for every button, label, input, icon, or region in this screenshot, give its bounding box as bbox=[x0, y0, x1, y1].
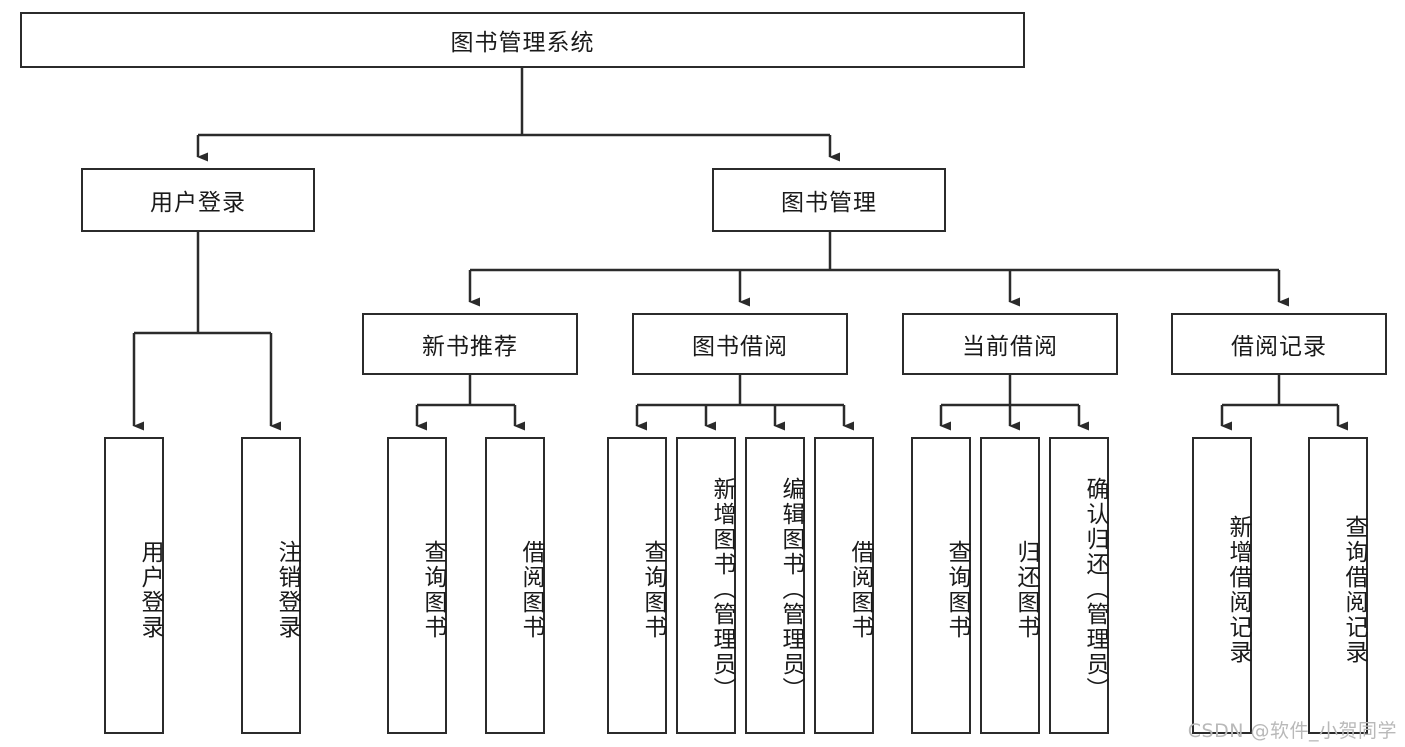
node-user-login[interactable]: 用户登录 bbox=[81, 168, 315, 232]
node-leaf-bb-edit-book-label: 编辑图书（管理员） bbox=[778, 477, 804, 702]
node-leaf-br-add-record-label: 新增借阅记录 bbox=[1225, 514, 1251, 665]
node-borrow-records-label: 借阅记录 bbox=[1231, 334, 1327, 360]
node-current-borrow-label: 当前借阅 bbox=[962, 334, 1058, 360]
node-leaf-bb-query-book[interactable]: 查询图书 bbox=[607, 437, 667, 734]
node-borrow-records[interactable]: 借阅记录 bbox=[1171, 313, 1387, 375]
node-user-login-label: 用户登录 bbox=[150, 190, 246, 216]
node-leaf-logout[interactable]: 注销登录 bbox=[241, 437, 301, 734]
node-root-label: 图书管理系统 bbox=[450, 30, 595, 56]
node-book-borrow-label: 图书借阅 bbox=[692, 334, 788, 360]
node-leaf-cb-confirm-return-label: 确认归还（管理员） bbox=[1082, 477, 1108, 702]
node-leaf-logout-label: 注销登录 bbox=[274, 539, 300, 640]
node-book-borrow[interactable]: 图书借阅 bbox=[632, 313, 848, 375]
node-root[interactable]: 图书管理系统 bbox=[20, 12, 1025, 68]
node-leaf-cb-return-book-label: 归还图书 bbox=[1013, 539, 1039, 640]
node-leaf-nb-borrow-book[interactable]: 借阅图书 bbox=[485, 437, 545, 734]
node-leaf-cb-query-book[interactable]: 查询图书 bbox=[911, 437, 971, 734]
node-leaf-br-query-record-label: 查询借阅记录 bbox=[1341, 514, 1367, 665]
node-leaf-user-login[interactable]: 用户登录 bbox=[104, 437, 164, 734]
node-leaf-nb-query-book[interactable]: 查询图书 bbox=[387, 437, 447, 734]
node-leaf-nb-borrow-book-label: 借阅图书 bbox=[518, 539, 544, 640]
node-leaf-br-query-record[interactable]: 查询借阅记录 bbox=[1308, 437, 1368, 734]
node-current-borrow[interactable]: 当前借阅 bbox=[902, 313, 1118, 375]
node-leaf-cb-return-book[interactable]: 归还图书 bbox=[980, 437, 1040, 734]
node-new-book-recommend-label: 新书推荐 bbox=[422, 334, 518, 360]
node-leaf-br-add-record[interactable]: 新增借阅记录 bbox=[1192, 437, 1252, 734]
node-book-manage-label: 图书管理 bbox=[781, 190, 877, 216]
node-leaf-bb-add-book[interactable]: 新增图书（管理员） bbox=[676, 437, 736, 734]
node-leaf-cb-confirm-return[interactable]: 确认归还（管理员） bbox=[1049, 437, 1109, 734]
node-leaf-bb-add-book-label: 新增图书（管理员） bbox=[709, 477, 735, 702]
node-new-book-recommend[interactable]: 新书推荐 bbox=[362, 313, 578, 375]
node-leaf-bb-edit-book[interactable]: 编辑图书（管理员） bbox=[745, 437, 805, 734]
node-leaf-cb-query-book-label: 查询图书 bbox=[944, 539, 970, 640]
node-book-manage[interactable]: 图书管理 bbox=[712, 168, 946, 232]
node-leaf-bb-query-book-label: 查询图书 bbox=[640, 539, 666, 640]
node-leaf-user-login-label: 用户登录 bbox=[137, 539, 163, 640]
node-leaf-nb-query-book-label: 查询图书 bbox=[420, 539, 446, 640]
node-leaf-bb-borrow-book[interactable]: 借阅图书 bbox=[814, 437, 874, 734]
node-leaf-bb-borrow-book-label: 借阅图书 bbox=[847, 539, 873, 640]
